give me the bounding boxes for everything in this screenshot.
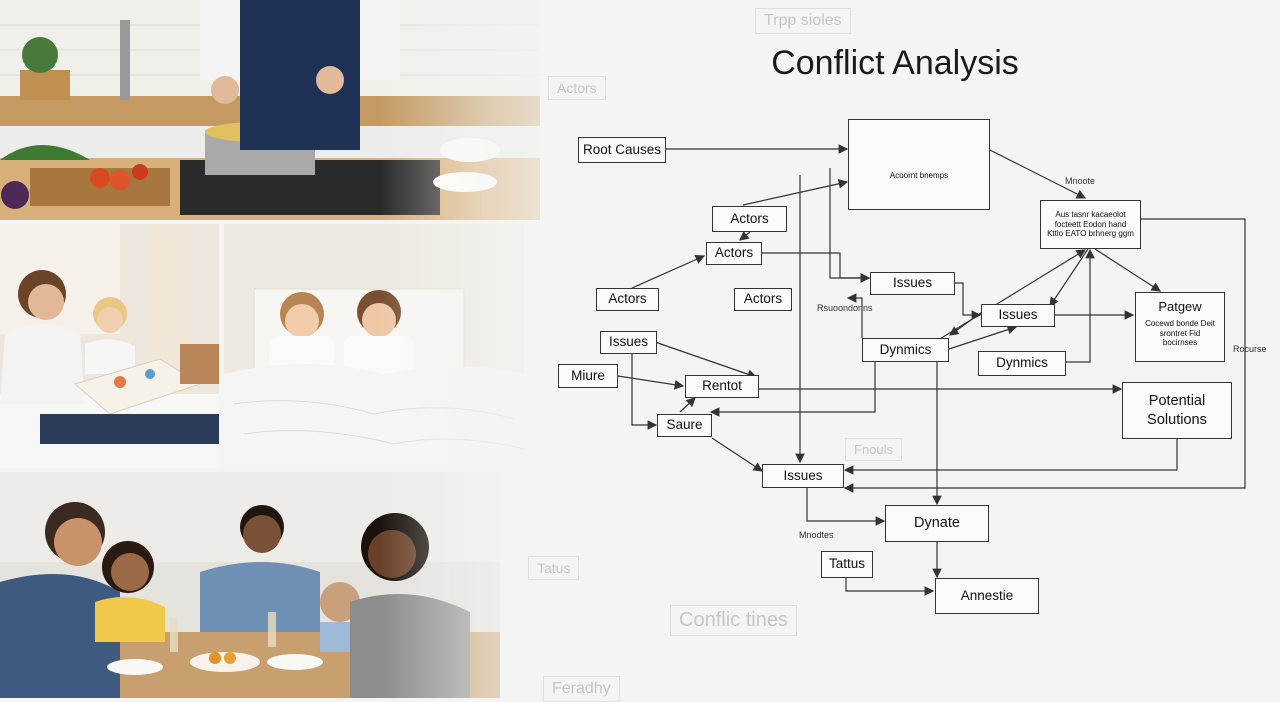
mother-reading-to-child-photo — [0, 224, 219, 468]
ghost-label: Conflic tines — [670, 605, 797, 636]
node-issues: Issues — [981, 304, 1055, 327]
top-box-caption: Acoornt bnemps — [889, 171, 949, 181]
patgew-text: Cocewd bonde Deit srontret Fid bocirnses — [1145, 319, 1215, 348]
node-saure: Saure — [657, 414, 712, 437]
node-rentot: Rentot — [685, 375, 759, 398]
label-rocurse: Rocurse — [1233, 344, 1267, 354]
node-issues: Issues — [870, 272, 955, 295]
node-potential-solutions: Potential Solutions — [1122, 382, 1232, 439]
node-tattus: Tattus — [821, 551, 873, 578]
ghost-label: Tatus — [528, 556, 580, 580]
ghost-label: Fnouls — [845, 438, 903, 461]
node-actors: Actors — [734, 288, 792, 311]
node-top-box: Acoornt bnemps — [848, 119, 990, 210]
patgew-title: Patgew — [1158, 299, 1202, 314]
node-issues: Issues — [762, 464, 844, 488]
node-actors: Actors — [712, 206, 787, 232]
node-dynmics: Dynmics — [978, 351, 1066, 376]
node-issues: Issues — [600, 331, 657, 354]
node-patgew: Patgew Cocewd bonde Deit srontret Fid bo… — [1135, 292, 1225, 362]
diagram-title: Conflict Analysis — [771, 44, 1019, 82]
ghost-label: Trpp sioles — [755, 8, 851, 34]
label-mnoote: Mnoote — [1065, 176, 1096, 186]
node-annestie: Annestie — [935, 578, 1039, 614]
node-miure: Miure — [558, 364, 618, 388]
label-rsuoondonns: Rsuoondonns — [817, 303, 873, 313]
node-actors: Actors — [596, 288, 659, 311]
node-dynmics: Dynmics — [862, 338, 949, 362]
node-actors: Actors — [706, 242, 762, 265]
node-root-causes: Root Causes — [578, 137, 666, 163]
right-box-text: Aus tasnr kacaeolot focteett Eodon hand … — [1047, 210, 1134, 239]
ghost-label: Actors — [548, 76, 606, 100]
node-dynate: Dynate — [885, 505, 989, 542]
label-mnodtes: Mnodtes — [799, 530, 834, 540]
node-right-text-box: Aus tasnr kacaeolot focteett Eodon hand … — [1040, 200, 1141, 249]
